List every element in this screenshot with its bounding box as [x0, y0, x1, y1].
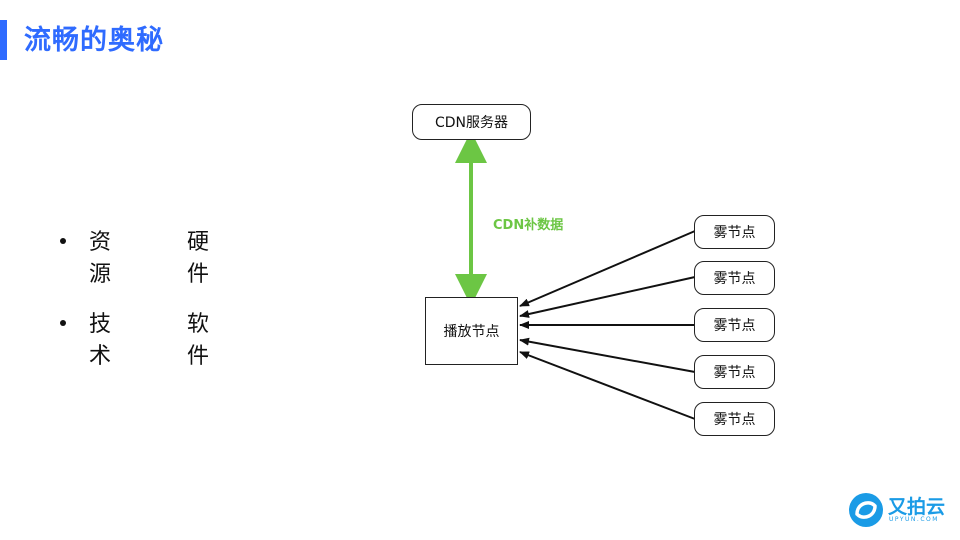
bullet-category: 软件: [187, 312, 210, 369]
bullet-term: 资源: [89, 230, 112, 287]
bullet-dot-icon: [60, 320, 66, 326]
play-node: 播放节点: [425, 297, 518, 365]
bullet-term: 技术: [89, 312, 112, 369]
fog-arrow: [519, 351, 696, 420]
fog-node: 雾节点: [694, 215, 775, 249]
fog-node: 雾节点: [694, 308, 775, 342]
cdn-link-label: CDN补数据: [493, 218, 564, 233]
title-accent-bar: [0, 20, 7, 60]
bullet-category: 硬件: [187, 230, 210, 287]
fog-arrow: [519, 276, 696, 318]
fog-arrow: [519, 230, 696, 307]
upyun-logo-icon: [849, 493, 883, 527]
fog-node: 雾节点: [694, 261, 775, 295]
logo-domain: UPYUN.COM: [889, 516, 939, 523]
fog-node: 雾节点: [694, 402, 775, 436]
bullet-dot-icon: [60, 238, 66, 244]
cdn-server-node: CDN服务器: [412, 104, 531, 140]
logo-name: 又拍云: [888, 496, 946, 518]
slide-title: 流畅的奥秘: [24, 25, 164, 56]
fog-arrow: [519, 337, 696, 373]
fog-node: 雾节点: [694, 355, 775, 389]
